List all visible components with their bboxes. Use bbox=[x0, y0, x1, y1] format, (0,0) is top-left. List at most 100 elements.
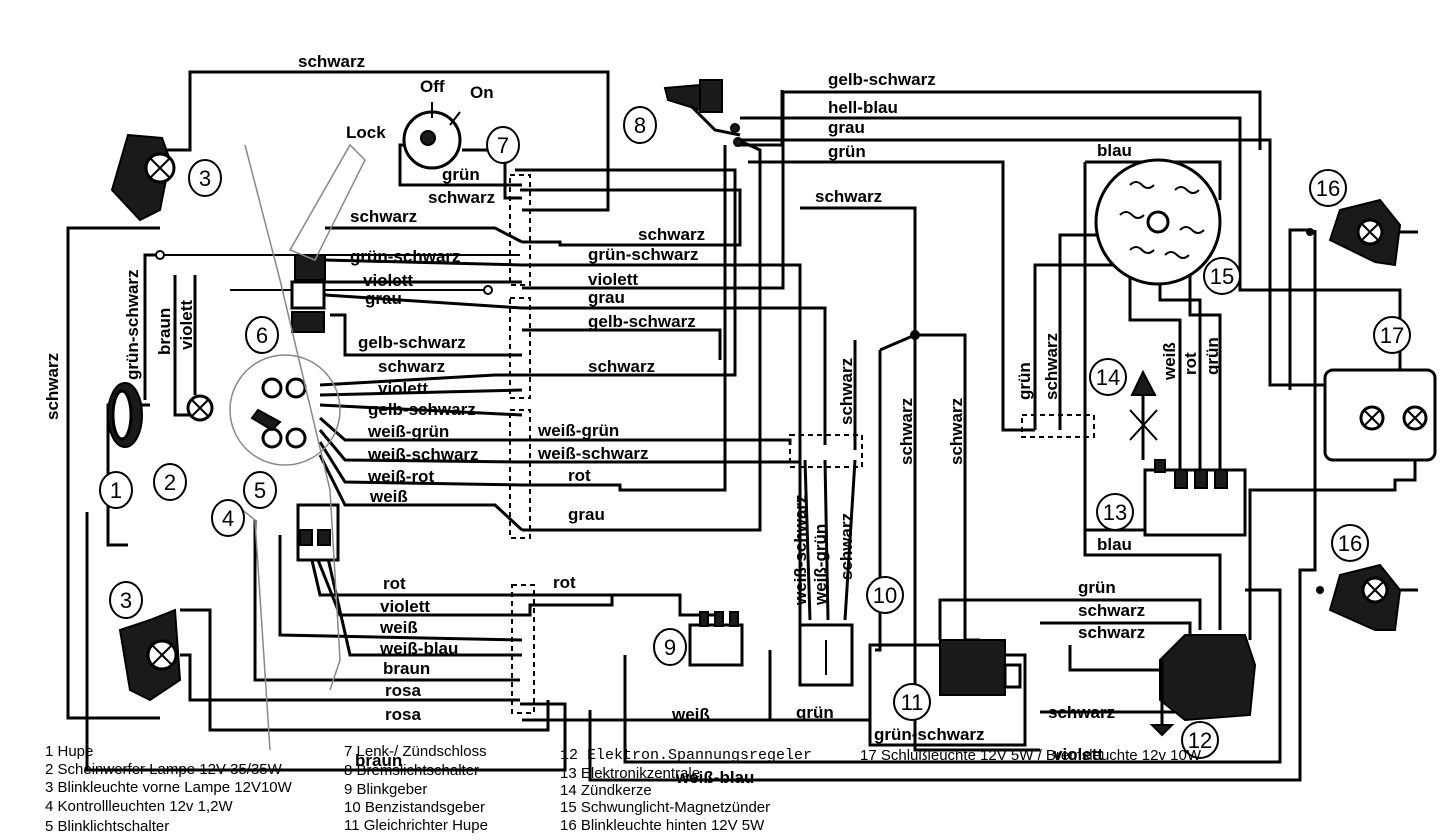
wire-15-gruen bbox=[1033, 263, 1130, 430]
label-lock: Lock bbox=[346, 123, 386, 142]
legend-item: 7 Lenk-/ Zündschloss bbox=[344, 743, 487, 760]
wire-gelb-schwarz-r1 bbox=[522, 328, 722, 360]
legend-item: 4 Kontrollleuchten 12v 1,2W bbox=[45, 798, 233, 815]
label-gelb-schwarz-r1: gelb-schwarz bbox=[588, 312, 696, 331]
callout-5: 5 bbox=[243, 471, 277, 509]
callout-4: 4 bbox=[211, 499, 245, 537]
wire-16b bbox=[588, 230, 1317, 782]
label-schwarz-mid: schwarz bbox=[815, 187, 882, 206]
legend-item: 13 Elektronikzentrale bbox=[560, 765, 701, 782]
wire-fuel-c bbox=[843, 459, 857, 621]
component-light-switch bbox=[290, 254, 326, 333]
label-braun-bottom: braun bbox=[355, 751, 402, 770]
svg-text:15: 15 bbox=[1210, 264, 1234, 289]
label-grau-r2: grau bbox=[568, 505, 605, 524]
legend-item: 9 Blinkgeber bbox=[344, 781, 428, 798]
svg-text:3: 3 bbox=[120, 588, 132, 613]
callout-10: 10 bbox=[866, 576, 904, 614]
label-schwarz-12b: schwarz bbox=[1078, 623, 1145, 642]
label-v-weiss-schwarz: weiß-schwarz bbox=[791, 494, 810, 606]
component-horn bbox=[107, 382, 143, 448]
label-v-schwarz-c: schwarz bbox=[947, 398, 966, 465]
label-top-schwarz: schwarz bbox=[298, 52, 365, 71]
wire-gruen-top bbox=[748, 160, 1035, 432]
label-weiss-gruen-r: weiß-grün bbox=[537, 421, 619, 440]
callout-8: 8 bbox=[623, 106, 657, 144]
wire-labels: Off On Lock schwarz schwarz grün-schwarz… bbox=[43, 52, 1222, 787]
label-weiss-rot: weiß-rot bbox=[367, 467, 434, 486]
component-control-lights bbox=[296, 503, 340, 562]
wire-16-top bbox=[1288, 228, 1310, 390]
wire-weiss-schwarz-a bbox=[318, 429, 523, 464]
label-schwarz-a: schwarz bbox=[350, 207, 417, 226]
wire-12-schwarz-a bbox=[1040, 621, 1192, 635]
label-rot-l2: rot bbox=[383, 574, 406, 593]
label-schwarz-7: schwarz bbox=[428, 188, 495, 207]
component-indicator-rear-bottom bbox=[1328, 563, 1418, 631]
callout-16-bottom: 16 bbox=[1331, 524, 1369, 562]
label-violett-a: violett bbox=[363, 271, 413, 290]
component-indicator-front-bottom bbox=[118, 608, 182, 702]
label-weiss-schwarz-r: weiß-schwarz bbox=[537, 444, 649, 463]
callout-3-bottom: 3 bbox=[109, 581, 143, 619]
connector-block-c bbox=[509, 409, 531, 539]
callout-17: 17 bbox=[1373, 316, 1411, 354]
label-gruen-schwarz-left: grün-schwarz bbox=[123, 269, 142, 380]
wire-schwarz-a bbox=[325, 226, 523, 244]
label-v-schwarz-13: schwarz bbox=[1042, 333, 1061, 400]
callout-2: 2 bbox=[153, 463, 187, 501]
label-blau-13: blau bbox=[1097, 535, 1132, 554]
wire-top-schwarz bbox=[160, 70, 610, 212]
svg-text:16: 16 bbox=[1316, 176, 1340, 201]
junction-dot bbox=[910, 330, 920, 340]
component-ignition-switch bbox=[402, 102, 462, 170]
label-violett-l2: violett bbox=[380, 597, 430, 616]
svg-text:3: 3 bbox=[199, 166, 211, 191]
wire-braun-left bbox=[173, 275, 190, 417]
label-schwarz-b: schwarz bbox=[378, 357, 445, 376]
connector-block-d bbox=[511, 584, 535, 714]
wire-fuel-a bbox=[803, 459, 812, 621]
label-rosa-2: rosa bbox=[385, 705, 421, 724]
legend-item: 17 Schlußleuchte 12V 5W / Bremsleuchte 1… bbox=[860, 747, 1202, 764]
callout-7: 7 bbox=[486, 126, 520, 164]
junction-dot bbox=[1316, 586, 1324, 594]
label-gruen-schwarz-r1: grün-schwarz bbox=[588, 245, 699, 264]
svg-text:14: 14 bbox=[1096, 365, 1120, 390]
svg-text:7: 7 bbox=[497, 133, 509, 158]
wire-12-gruen bbox=[938, 598, 1040, 640]
svg-text:5: 5 bbox=[254, 478, 266, 503]
wire-13-conn bbox=[1083, 430, 1150, 532]
callout-1: 1 bbox=[99, 471, 133, 509]
callout-9: 9 bbox=[653, 628, 687, 666]
label-schwarz-12a: schwarz bbox=[1078, 601, 1145, 620]
label-v-schwarz-a: schwarz bbox=[837, 358, 856, 425]
wire-violett-l2 bbox=[253, 520, 520, 682]
wire-weiss-a bbox=[318, 454, 524, 532]
component-indicator-front-top bbox=[110, 133, 176, 222]
label-violett-bottom: violett bbox=[1053, 745, 1103, 764]
label-violett-b: violett bbox=[378, 379, 428, 398]
wire-blau-top bbox=[1085, 160, 1222, 200]
label-weiss-schwarz-a: weiß-schwarz bbox=[367, 445, 479, 464]
label-grau-r1: grau bbox=[588, 288, 625, 307]
label-rot-r: rot bbox=[568, 466, 591, 485]
wire-gelb-schwarz-a bbox=[330, 313, 522, 357]
legend-item: 14 Zündkerze bbox=[560, 782, 652, 799]
svg-text:13: 13 bbox=[1103, 500, 1127, 525]
wire-switch-gruen bbox=[398, 143, 522, 187]
component-tail-light bbox=[1323, 368, 1437, 462]
legend: 1 Hupe 2 Scheinwerfer Lampe 12V-35/35W 3… bbox=[0, 740, 1452, 840]
wire-schwarz-mid bbox=[800, 206, 917, 335]
callout-3-top: 3 bbox=[188, 159, 222, 197]
svg-text:6: 6 bbox=[256, 323, 268, 348]
wire-grau-r1 bbox=[522, 306, 827, 445]
label-gelb-schwarz-a: gelb-schwarz bbox=[358, 333, 466, 352]
callout-circles: 1 2 3 3 4 5 6 7 8 9 10 11 12 13 14 15 16… bbox=[99, 106, 1411, 759]
component-rectifier bbox=[939, 639, 1022, 696]
label-weiss-blau-l2: weiß-blau bbox=[379, 639, 458, 658]
wire-fuel-b bbox=[823, 459, 830, 621]
wire-schwarz-r1 bbox=[520, 188, 742, 247]
wire-weiss-gruen-a bbox=[319, 416, 522, 442]
wires bbox=[66, 70, 1417, 782]
